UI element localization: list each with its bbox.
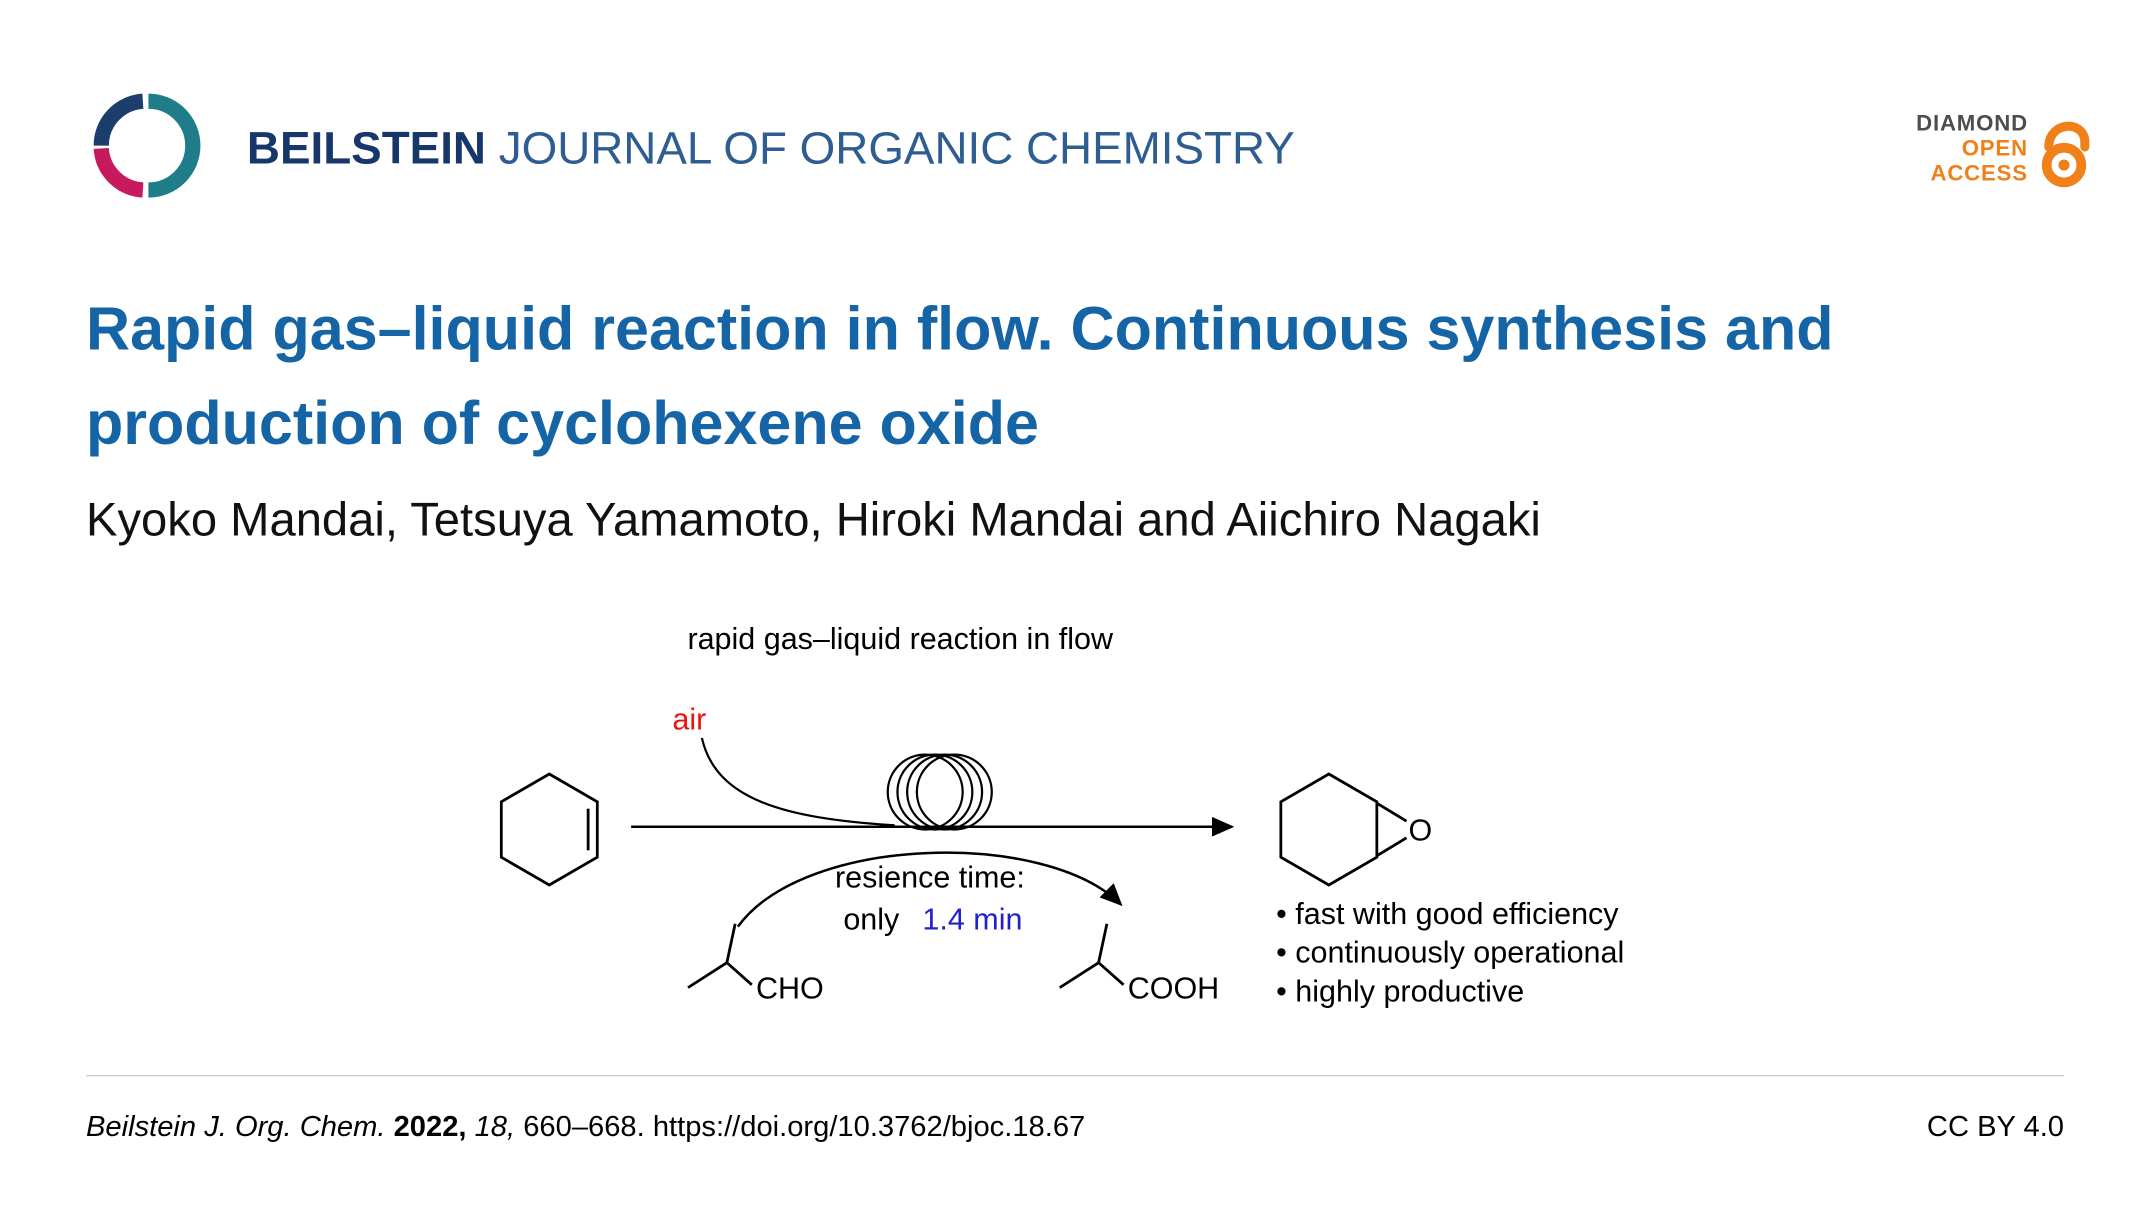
license-label: CC BY 4.0	[1926, 1111, 2065, 1143]
journal-name-bold: BEILSTEIN	[246, 122, 486, 174]
scheme-caption: rapid gas–liquid reaction in flow	[687, 622, 1114, 656]
citation: Beilstein J. Org. Chem. 2022, 18, 660–66…	[86, 1111, 1085, 1144]
article-title-line1: Rapid gas–liquid reaction in flow. Conti…	[86, 295, 1834, 364]
open-access-block: DIAMOND OPEN ACCESS	[1775, 112, 2027, 187]
logo-arc-crimson	[93, 147, 144, 198]
aldehyde-bond	[725, 961, 753, 986]
article-title: Rapid gas–liquid reaction in flow. Conti…	[86, 283, 2097, 472]
reaction-scheme: rapid gas–liquid reaction in flow air re…	[499, 622, 1624, 1009]
open-access-lock-icon	[2041, 121, 2090, 188]
aldehyde-bond	[687, 961, 728, 989]
bullet-item: • continuously operational	[1276, 936, 1624, 970]
coil-loop	[886, 753, 964, 831]
oa-open-label: OPEN	[1961, 137, 2028, 161]
bullet-item: • highly productive	[1276, 974, 1524, 1008]
beilstein-logo	[93, 93, 201, 198]
residence-time-label: resience time:	[835, 861, 1025, 895]
isobutyraldehyde-structure: CHO	[687, 923, 824, 1006]
epoxide-bond	[1376, 801, 1408, 823]
lock-keyhole	[2058, 159, 2070, 171]
product-ring	[1279, 772, 1379, 887]
acid-label: COOH	[1128, 972, 1220, 1006]
oa-access-label: ACCESS	[1930, 162, 2028, 186]
acid-bond	[1058, 961, 1100, 989]
bullet-item: • fast with good efficiency	[1276, 897, 1619, 931]
coil-loop	[896, 753, 974, 831]
lock-shackle	[2044, 121, 2090, 152]
oa-diamond-label: DIAMOND	[1916, 112, 2028, 136]
cyclohexene-ring	[499, 772, 599, 887]
logo-arc-navy	[93, 93, 144, 147]
citation-journal: Beilstein J. Org. Chem.	[86, 1111, 386, 1143]
citation-pages: 660–668.	[523, 1111, 645, 1143]
epoxide-bond	[1376, 836, 1408, 858]
acid-bond	[1097, 923, 1109, 963]
logo-arc-teal	[148, 93, 201, 198]
coil-loop	[906, 753, 984, 831]
epoxide-oxygen-label: O	[1409, 814, 1433, 848]
flow-reactor-coil-icon	[886, 753, 993, 831]
isobutyric-acid-structure: COOH	[1058, 923, 1220, 1006]
journal-name-rest: JOURNAL OF ORGANIC CHEMISTRY	[498, 122, 1295, 174]
doi-link[interactable]: https://doi.org/10.3762/bjoc.18.67	[652, 1111, 1086, 1143]
cyclohexene-oxide-structure: O	[1279, 772, 1433, 887]
footer: Beilstein J. Org. Chem. 2022, 18, 660–66…	[86, 1111, 2064, 1144]
journal-name: BEILSTEIN JOURNAL OF ORGANIC CHEMISTRY	[247, 122, 1295, 175]
citation-volume: 18,	[474, 1111, 516, 1143]
feature-bullet-list: • fast with good efficiency • continuous…	[1276, 897, 1624, 1009]
footer-divider	[86, 1075, 2065, 1077]
lock-body	[2041, 142, 2087, 188]
aldehyde-bond	[725, 923, 737, 963]
aldehyde-label: CHO	[756, 972, 824, 1006]
residence-time-value: 1.4 min	[922, 902, 1022, 936]
article-title-line2: production of cyclohexene oxide	[86, 389, 1039, 458]
air-label: air	[672, 703, 706, 737]
citation-year: 2022,	[393, 1111, 467, 1143]
acid-bond	[1097, 961, 1125, 986]
air-inlet-curve	[700, 737, 895, 827]
residence-time-prefix: only	[843, 902, 900, 936]
article-authors: Kyoko Mandai, Tetsuya Yamamoto, Hiroki M…	[86, 493, 1541, 547]
coil-loop	[915, 753, 993, 831]
substrate-arc-arrow	[736, 851, 1123, 928]
cyclohexene-structure	[499, 772, 599, 887]
